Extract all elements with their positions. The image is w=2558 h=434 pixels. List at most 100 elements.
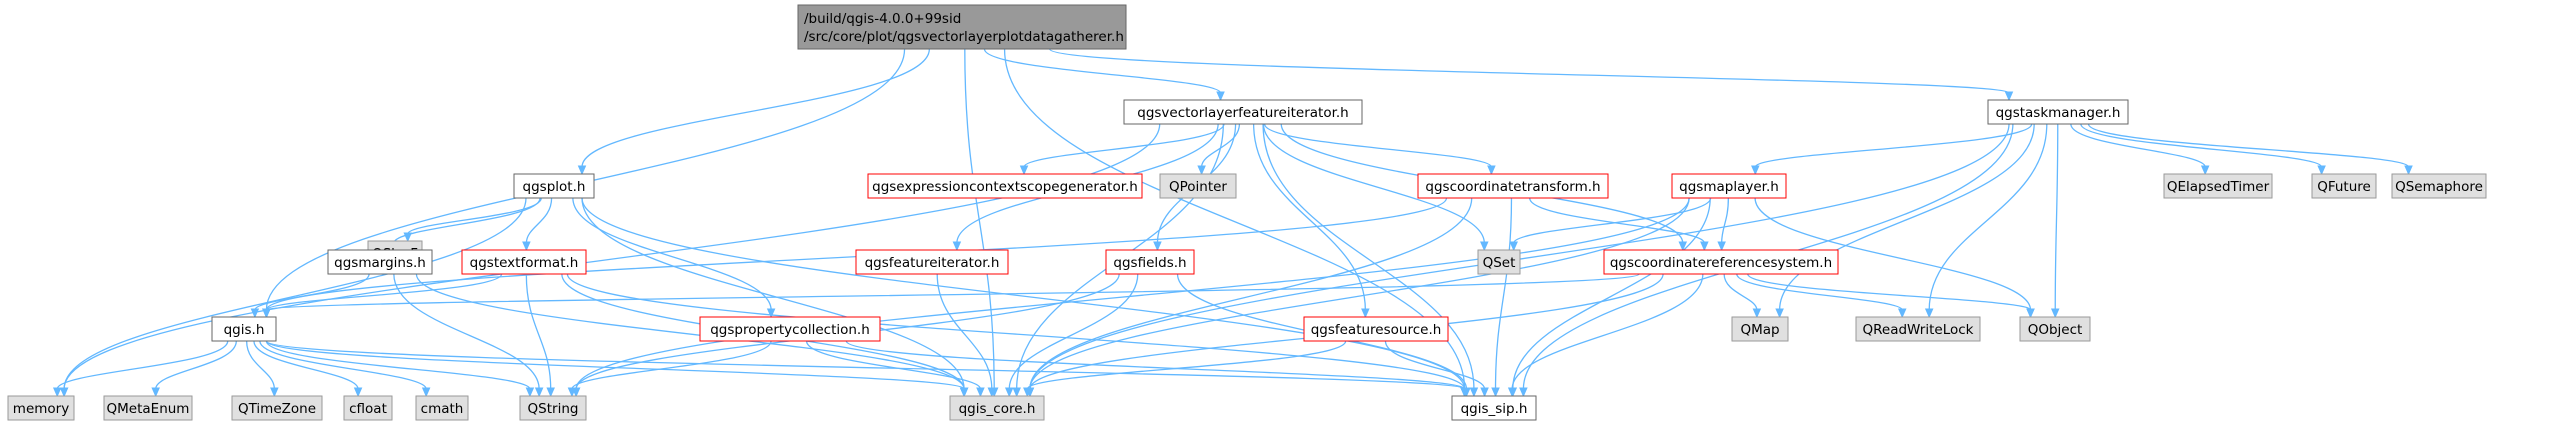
node-box xyxy=(343,395,393,421)
edge-qgis-to-qstring xyxy=(265,340,535,398)
edge-taskmgr-to-qrwlock xyxy=(1924,123,2048,319)
node-box xyxy=(231,395,323,421)
edge-plot-to-qsizef xyxy=(403,197,542,243)
edge-qgis-to-qgissip xyxy=(265,340,1469,398)
node-box xyxy=(1671,173,1787,199)
edge-featsrc-to-qgissip xyxy=(1384,340,1489,398)
node-box xyxy=(699,316,881,342)
node-box xyxy=(1477,249,1521,275)
edge-arrowhead xyxy=(976,387,985,398)
node-textformat[interactable]: qgstextformat.h xyxy=(461,249,587,275)
edge-arrowhead xyxy=(577,165,587,176)
edge-qgis-to-cfloat xyxy=(253,340,363,398)
node-qtimezone: QTimeZone xyxy=(231,395,323,421)
node-exprgen[interactable]: qgsexpressioncontextscopegenerator.h xyxy=(867,173,1143,199)
node-plot[interactable]: qgsplot.h xyxy=(513,173,595,199)
edge-arrowhead xyxy=(1700,241,1709,252)
node-qstring: QString xyxy=(519,395,587,421)
node-maplayer[interactable]: qgsmaplayer.h xyxy=(1671,173,1787,199)
node-label: QObject xyxy=(2028,322,2083,338)
node-crs[interactable]: qgscoordinatereferencesystem.h xyxy=(1603,249,1839,275)
node-featit[interactable]: qgsfeatureiterator.h xyxy=(855,249,1009,275)
edge-arrowhead xyxy=(2404,165,2413,176)
edge-plot-to-memory xyxy=(59,197,527,398)
node-root[interactable]: /build/qgis-4.0.0+99sid/src/core/plot/qg… xyxy=(797,4,1127,50)
edge-taskmgr-to-qelapsed xyxy=(2070,123,2210,176)
edge-taskmgr-to-maplayer xyxy=(1751,123,2033,176)
edge-vlfi-to-exprgen xyxy=(1019,123,1225,176)
node-label: cmath xyxy=(421,401,464,417)
edges-layer xyxy=(52,48,2413,398)
node-qgissip[interactable]: qgis_sip.h xyxy=(1451,395,1537,421)
node-box xyxy=(1417,173,1609,199)
edge-arrowhead xyxy=(59,387,69,398)
edge-arrowhead xyxy=(1897,308,1907,319)
edge-arrowhead xyxy=(1361,308,1370,319)
node-coordtrans[interactable]: qgscoordinatetransform.h xyxy=(1417,173,1609,199)
edge-fields-to-qgiscore xyxy=(1004,273,1139,398)
edge-arrowhead xyxy=(2004,91,2014,102)
edge-taskmgr-to-qfuture xyxy=(2080,123,2326,176)
node-box xyxy=(327,249,433,275)
node-label: cfloat xyxy=(349,401,387,417)
edge-arrowhead xyxy=(151,387,160,398)
node-vlfi[interactable]: qgsvectorlayerfeatureiterator.h xyxy=(1123,99,1363,125)
node-box xyxy=(797,4,1127,50)
edge-crs-to-qobject xyxy=(1747,273,2035,319)
edge-taskmgr-to-qsemaphore xyxy=(2087,123,2413,176)
node-qsemaphore: QSemaphore xyxy=(2391,173,2487,199)
node-box xyxy=(1105,249,1195,275)
edge-qgis-to-qtimezone xyxy=(245,340,279,398)
node-label: qgstextformat.h xyxy=(470,255,579,271)
edge-root-to-vlfi xyxy=(983,48,1225,102)
edge-arrowhead xyxy=(262,308,271,319)
node-label: qgsmargins.h xyxy=(334,255,426,271)
edge-crs-to-qmap xyxy=(1723,273,1762,319)
edge-arrowhead xyxy=(1519,387,1528,398)
node-label: qgscoordinatetransform.h xyxy=(1425,179,1600,195)
node-box xyxy=(867,173,1143,199)
edge-arrowhead xyxy=(1487,165,1496,176)
node-qobject: QObject xyxy=(2019,316,2091,342)
node-box xyxy=(1303,316,1449,342)
edge-arrowhead xyxy=(1023,387,1032,398)
node-propcoll[interactable]: qgspropertycollection.h xyxy=(699,316,881,342)
node-label: qgsfeaturesource.h xyxy=(1311,322,1442,338)
node-qrwlock: QReadWriteLock xyxy=(1855,316,1981,342)
edge-arrowhead xyxy=(1775,308,1784,319)
node-margins[interactable]: qgsmargins.h xyxy=(327,249,433,275)
nodes-layer: /build/qgis-4.0.0+99sid/src/core/plot/qg… xyxy=(7,4,2487,421)
edge-maplayer-to-qset xyxy=(1509,197,1712,252)
edge-crs-to-qrwlock xyxy=(1736,273,1907,319)
edge-arrowhead xyxy=(1509,241,1518,252)
node-qgis[interactable]: qgis.h xyxy=(211,316,277,342)
edge-arrowhead xyxy=(1717,241,1726,252)
node-box xyxy=(949,395,1045,421)
edge-root-to-plot xyxy=(577,48,931,176)
edge-arrowhead xyxy=(421,387,431,398)
node-label: QTimeZone xyxy=(238,401,316,417)
node-cfloat: cfloat xyxy=(343,395,393,421)
node-label: QElapsedTimer xyxy=(2167,179,2270,195)
node-box xyxy=(103,395,193,421)
edge-arrowhead xyxy=(1153,241,1162,252)
node-taskmgr[interactable]: qgstaskmanager.h xyxy=(1987,99,2129,125)
edge-crs-to-qgis xyxy=(262,273,1640,319)
edge-arrowhead xyxy=(766,308,776,319)
node-qset: QSet xyxy=(1477,249,1521,275)
node-qpointer: QPointer xyxy=(1159,173,1237,199)
edge-arrowhead xyxy=(2050,308,2060,319)
node-label: QReadWriteLock xyxy=(1863,322,1974,338)
node-box xyxy=(1987,99,2129,125)
edge-arrowhead xyxy=(250,308,260,319)
edge-propcoll-to-qgiscore xyxy=(805,340,985,398)
node-fields[interactable]: qgsfields.h xyxy=(1105,249,1195,275)
edge-arrowhead xyxy=(2026,308,2035,319)
node-box xyxy=(1731,316,1789,342)
node-featsrc[interactable]: qgsfeaturesource.h xyxy=(1303,316,1449,342)
node-box xyxy=(2019,316,2091,342)
edge-arrowhead xyxy=(567,387,577,398)
node-label: QSemaphore xyxy=(2395,179,2483,195)
edge-vlfi-to-qset xyxy=(1262,123,1489,252)
node-label: qgsplot.h xyxy=(523,179,586,195)
